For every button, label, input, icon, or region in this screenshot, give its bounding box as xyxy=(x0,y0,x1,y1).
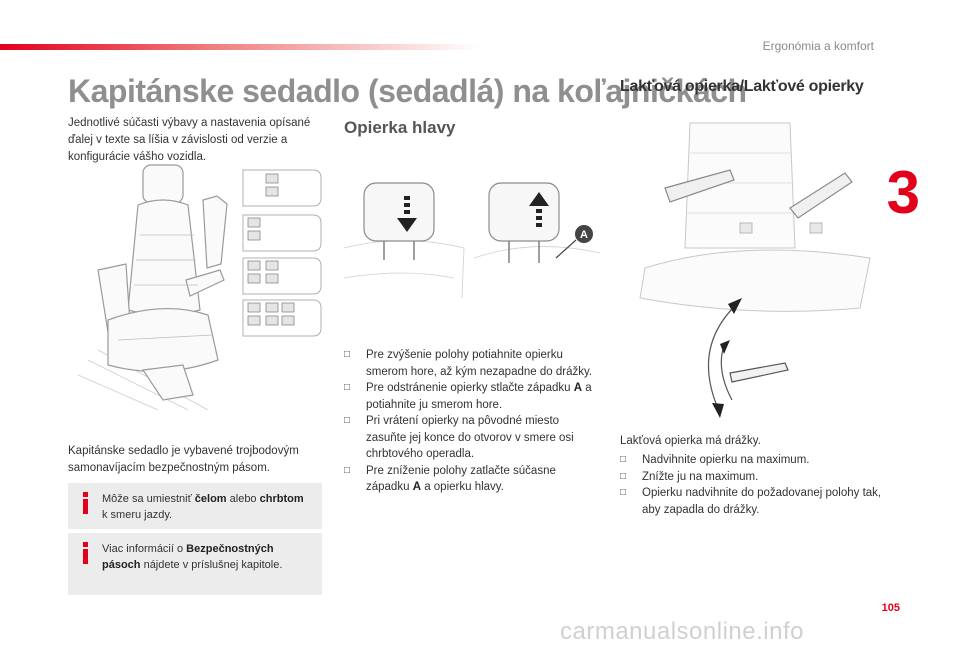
captain-seat-illustration xyxy=(68,160,330,410)
armrest-illustration xyxy=(620,118,876,418)
square-bullet-icon: □ xyxy=(344,382,351,393)
square-bullet-icon: □ xyxy=(344,349,351,360)
armrest-steps: □Nadvihnite opierku na maximum. □Znížte … xyxy=(620,452,886,518)
square-bullet-icon: □ xyxy=(344,464,351,476)
headrest-heading: Opierka hlavy xyxy=(344,118,456,137)
list-item: □Pre zvýšenie polohy potiahnite opierku … xyxy=(344,349,593,378)
info-icon xyxy=(80,542,92,564)
chapter-number: 3 xyxy=(886,159,920,226)
list-item: □Opierku nadvihnite do požadovanej poloh… xyxy=(620,487,882,516)
armrest-lead: Lakťová opierka má drážky. xyxy=(620,435,761,447)
list-item: □Nadvihnite opierku na maximum. xyxy=(620,452,886,469)
list-item: □Pri vrátení opierky na pôvodné miesto z… xyxy=(344,415,574,460)
list-item: □Pre zníženie polohy zatlačte súčasne zá… xyxy=(344,464,556,494)
intro-text: Jednotlivé súčasti výbavy a nastavenia o… xyxy=(68,117,311,163)
info-box-orientation: Môže sa umiestniť čelom alebo chrbtom k … xyxy=(68,483,322,529)
square-bullet-icon: □ xyxy=(620,470,627,482)
headrest-steps: □Pre zvýšenie polohy potiahnite opierku … xyxy=(344,347,600,496)
page-title: Kapitánske sedadlo (sedadlá) na koľajnič… xyxy=(68,73,747,109)
watermark: carmanualsonline.info xyxy=(560,618,804,645)
list-item: □Znížte ju na maximum. xyxy=(620,469,886,486)
square-bullet-icon: □ xyxy=(620,454,627,465)
section-title: Ergonómia a komfort xyxy=(762,39,874,53)
headrest-illustration: A xyxy=(344,178,600,298)
header-accent-bar xyxy=(0,44,480,50)
info-box-seat-belts: Viac informácií o Bezpečnostných pásoch … xyxy=(68,533,322,595)
seat-belt-note: Kapitánske sedadlo je vybavené trojbodov… xyxy=(68,445,299,474)
callout-a-label: A xyxy=(580,229,588,241)
armrest-heading: Lakťová opierka/Lakťové opierky xyxy=(620,78,864,95)
page-number: 105 xyxy=(881,602,900,614)
callout-a-icon xyxy=(575,225,593,243)
square-bullet-icon: □ xyxy=(344,415,351,426)
list-item: □Pre odstránenie opierky stlačte západku… xyxy=(344,382,592,411)
info-icon xyxy=(80,492,92,514)
square-bullet-icon: □ xyxy=(620,487,627,498)
